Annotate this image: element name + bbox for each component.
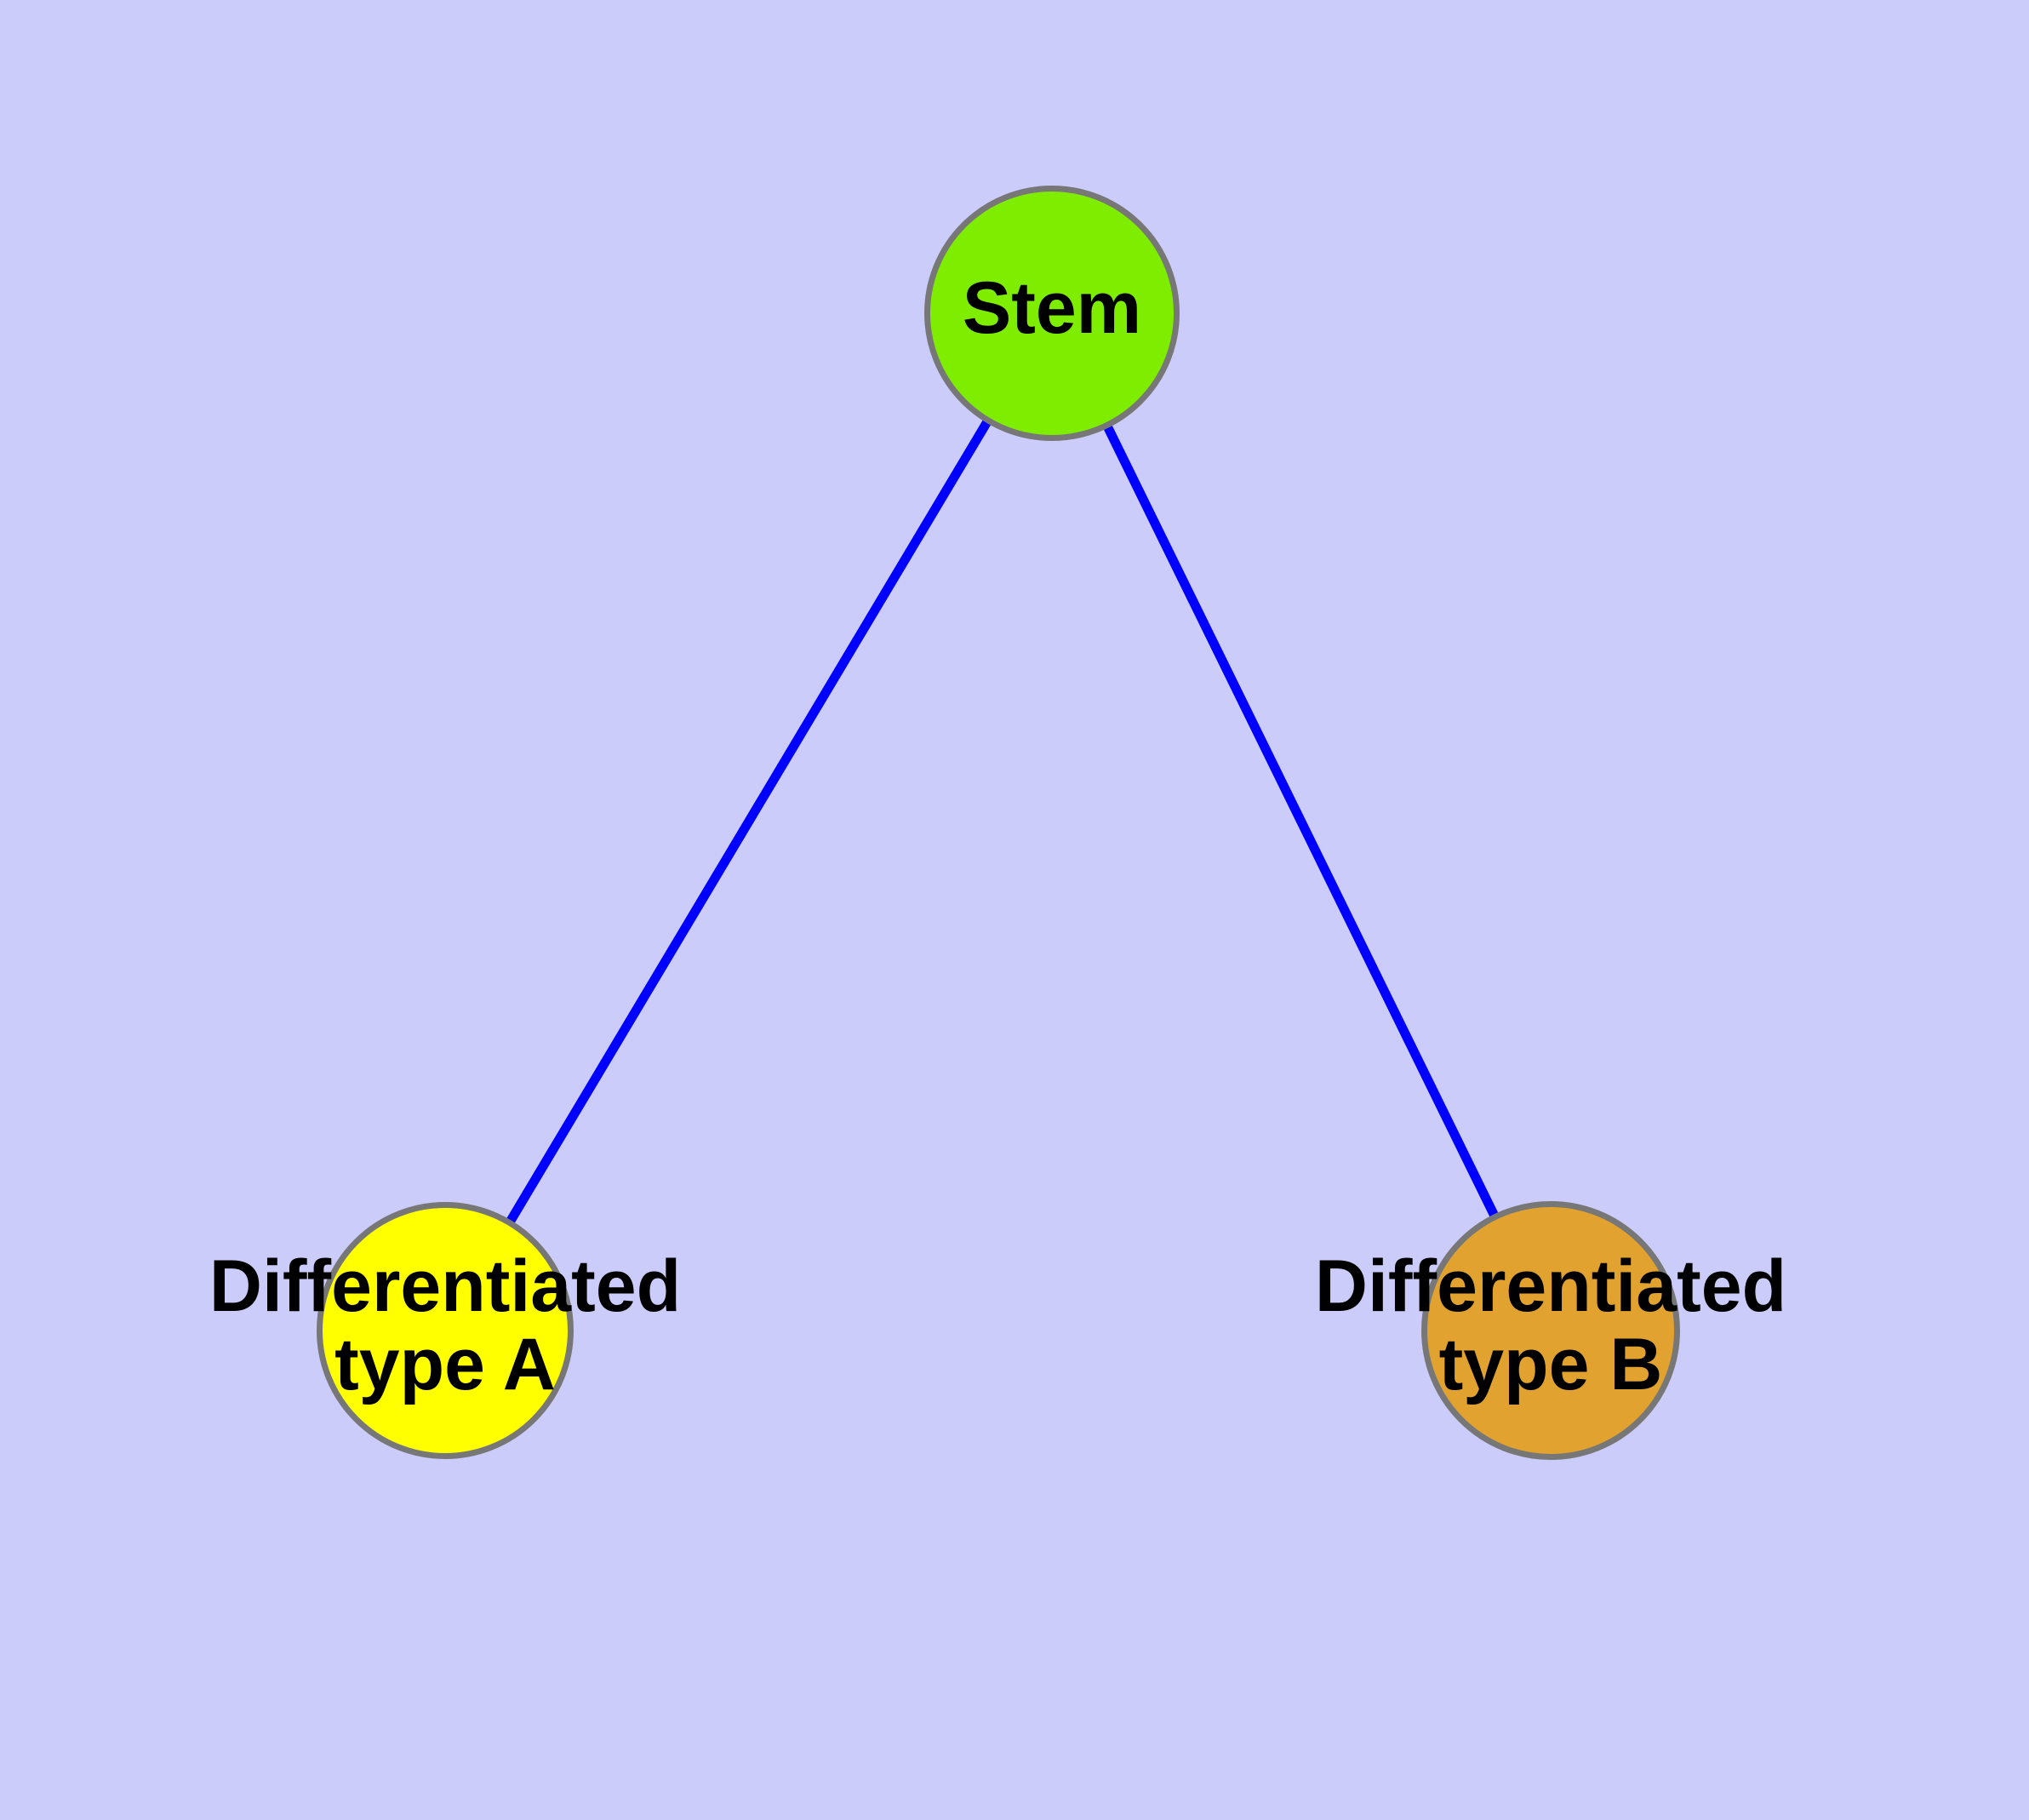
node-diff_b[interactable] [1421, 1201, 1680, 1460]
edges-layer [506, 419, 1499, 1224]
edge-stem-to-diff_a[interactable] [506, 419, 992, 1224]
nodes-layer [317, 186, 1680, 1460]
node-label-line: Differentiated [209, 1245, 681, 1327]
node-label-line: type B [1439, 1324, 1663, 1405]
node-diff_a[interactable] [317, 1202, 574, 1459]
edge-stem-to-diff_b[interactable] [1103, 424, 1499, 1218]
node-label-stem: Stem [963, 267, 1141, 349]
node-label-line: type A [334, 1324, 556, 1405]
node-label-line: Stem [963, 267, 1141, 349]
node-stem[interactable] [924, 186, 1180, 441]
node-label-line: Differentiated [1315, 1245, 1786, 1327]
